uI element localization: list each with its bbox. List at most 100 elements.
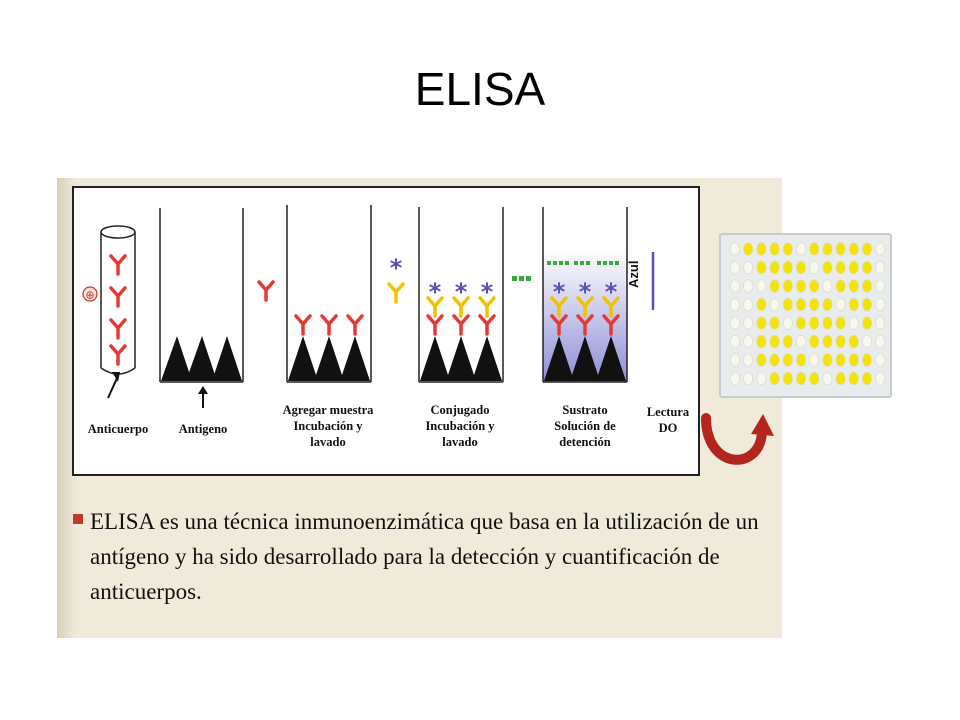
plate-well	[822, 260, 833, 274]
plate-well	[862, 335, 872, 349]
microplate-wells	[730, 242, 886, 386]
plate-well	[822, 335, 833, 349]
plate-well	[782, 260, 793, 274]
conjugate-well: * * *	[418, 207, 504, 383]
plate-well	[769, 372, 780, 386]
bullet-icon	[73, 514, 83, 524]
plate-well	[875, 260, 886, 274]
plate-well	[848, 335, 859, 349]
plate-well	[809, 260, 820, 274]
svg-text:*: *	[481, 278, 494, 306]
left-symbol: ⊕	[85, 289, 94, 302]
plate-well	[835, 372, 846, 386]
plate-well	[848, 242, 859, 256]
svg-text:*: *	[579, 278, 592, 306]
plate-well	[848, 316, 859, 330]
step-label-antigeno: Antigeno	[178, 422, 228, 436]
step-label-sustrato: Sustrato Solución de detención	[554, 403, 616, 449]
plate-well	[769, 297, 780, 311]
plate-well	[782, 242, 793, 256]
step-label-anticuerpo: Anticuerpo	[87, 422, 149, 436]
plate-well	[756, 260, 767, 274]
svg-text:*: *	[429, 278, 442, 306]
antibody-tube	[100, 225, 136, 399]
microplate-image	[719, 233, 892, 398]
plate-well	[782, 335, 793, 349]
plate-well	[875, 372, 886, 386]
plate-well	[782, 297, 793, 311]
plate-well	[835, 242, 846, 256]
plate-well	[743, 335, 754, 349]
plate-well	[730, 279, 740, 293]
step-label-agregar-muestra: Agregar muestra Incubación y lavado	[282, 403, 374, 449]
plate-well	[743, 353, 754, 367]
plate-well	[756, 242, 767, 256]
plate-well	[796, 316, 806, 330]
plate-well	[769, 335, 780, 349]
plate-well	[875, 316, 886, 330]
plate-well	[730, 316, 740, 330]
plate-well	[822, 279, 833, 293]
plate-well	[862, 260, 872, 274]
plate-well	[796, 242, 806, 256]
plate-well	[848, 353, 859, 367]
plate-well	[822, 242, 833, 256]
plate-well	[835, 316, 846, 330]
plate-well	[809, 353, 820, 367]
plate-well	[848, 297, 859, 311]
plate-well	[809, 297, 820, 311]
plate-well	[875, 297, 886, 311]
step-label-lectura: Lectura DO	[646, 405, 690, 435]
curved-arrow-icon	[701, 413, 774, 465]
plate-well	[796, 353, 806, 367]
plate-well	[769, 316, 780, 330]
plate-well	[756, 279, 767, 293]
plate-well	[809, 372, 820, 386]
plate-well	[796, 372, 806, 386]
plate-well	[796, 335, 806, 349]
plate-well	[848, 372, 859, 386]
svg-text:*: *	[390, 254, 403, 282]
plate-well	[769, 279, 780, 293]
plate-well	[730, 242, 740, 256]
plate-well	[730, 353, 740, 367]
plate-well	[796, 260, 806, 274]
plate-well	[822, 372, 833, 386]
plate-well	[862, 353, 872, 367]
plate-well	[782, 316, 793, 330]
plate-well	[875, 335, 886, 349]
slide-title: ELISA	[414, 63, 546, 115]
plate-well	[730, 297, 740, 311]
plate-well	[875, 279, 886, 293]
plate-well	[809, 242, 820, 256]
antigen-well	[159, 208, 244, 408]
sample-well	[286, 205, 372, 383]
plate-well	[756, 316, 767, 330]
plate-well	[835, 335, 846, 349]
plate-well	[730, 372, 740, 386]
plate-well	[743, 297, 754, 311]
plate-well	[743, 316, 754, 330]
plate-well	[756, 353, 767, 367]
plate-well	[743, 242, 754, 256]
plate-well	[769, 353, 780, 367]
plate-well	[862, 372, 872, 386]
plate-well	[756, 372, 767, 386]
azul-label: Azul	[626, 260, 641, 288]
svg-text:*: *	[553, 278, 566, 306]
plate-well	[822, 316, 833, 330]
plate-well	[782, 353, 793, 367]
plate-well	[809, 279, 820, 293]
plate-well	[796, 279, 806, 293]
step-label-conjugado: Conjugado Incubación y lavado	[425, 403, 495, 449]
plate-well	[730, 335, 740, 349]
plate-well	[756, 335, 767, 349]
plate-well	[875, 242, 886, 256]
plate-well	[769, 242, 780, 256]
plate-well	[862, 279, 872, 293]
plate-well	[809, 335, 820, 349]
plate-well	[835, 279, 846, 293]
substrate-well: * * *	[542, 207, 628, 383]
plate-well	[809, 316, 820, 330]
